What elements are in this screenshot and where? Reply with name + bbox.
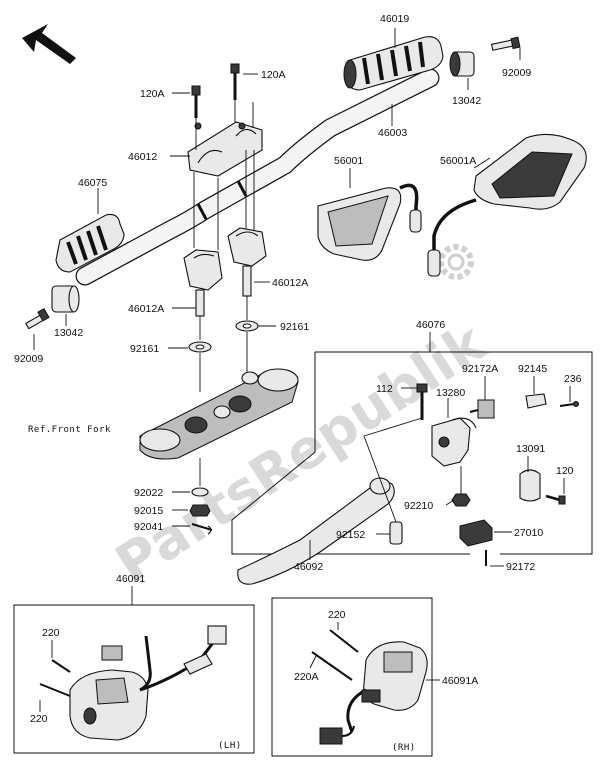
- adjuster-92172A: [469, 399, 495, 419]
- label-56001: 56001: [334, 155, 363, 167]
- riser-46012A-left: [183, 249, 223, 317]
- clamp-13091: [519, 469, 541, 502]
- screw-220-lh-a: [51, 659, 71, 673]
- rh-switch-46091A: [319, 641, 428, 745]
- label-92172A: 92172A: [462, 363, 498, 375]
- label-92161-left: 92161: [130, 343, 159, 355]
- screw-92009-bottom: [25, 307, 50, 330]
- washer-92161-right: [235, 320, 259, 332]
- label-13042-bottom: 13042: [54, 327, 83, 339]
- label-92145: 92145: [518, 363, 547, 375]
- label-92041: 92041: [134, 521, 163, 533]
- label-ref-front-fork: Ref.Front Fork: [28, 425, 111, 435]
- handlebar-46003: [75, 68, 440, 286]
- clip-92145: [525, 393, 547, 409]
- label-46075: 46075: [78, 177, 107, 189]
- label-92015: 92015: [134, 505, 163, 517]
- label-120A-right: 120A: [261, 69, 286, 81]
- label-120: 120: [556, 465, 574, 477]
- label-112: 112: [376, 383, 393, 395]
- label-46091A: 46091A: [442, 675, 478, 687]
- label-13091: 13091: [516, 443, 545, 455]
- label-46003: 46003: [378, 127, 407, 139]
- label-46012A-left: 46012A: [128, 303, 164, 315]
- clamp-46012: [187, 121, 263, 177]
- label-92172: 92172: [506, 561, 535, 573]
- lh-switch-box: [13, 604, 255, 754]
- label-92161-right: 92161: [280, 321, 309, 333]
- label-13042-top: 13042: [452, 95, 481, 107]
- label-220-rh: 220: [328, 609, 346, 621]
- label-46091: 46091: [116, 573, 145, 585]
- bolt-120A-b: [230, 63, 240, 100]
- nut-92210: [451, 493, 471, 507]
- grip-46075: [55, 213, 125, 273]
- label-27010: 27010: [514, 527, 543, 539]
- washer-92022: [191, 487, 209, 497]
- bar-end-13042-top: [449, 51, 475, 77]
- label-92210: 92210: [404, 500, 433, 512]
- lh-switch-46091: [69, 625, 227, 741]
- bolt-120: [545, 494, 566, 505]
- rh-switch-box: [271, 597, 433, 757]
- label-46012: 46012: [128, 151, 157, 163]
- washer-92161-left: [188, 341, 212, 353]
- front-arrow-icon: [22, 24, 76, 64]
- mirror-56001A: [427, 133, 587, 277]
- label-46012A-right: 46012A: [272, 277, 308, 289]
- nut-92015: [189, 504, 211, 517]
- label-92009-top: 92009: [502, 67, 531, 79]
- label-13280: 13280: [436, 387, 465, 399]
- label-46092: 46092: [294, 561, 323, 573]
- brake-lever-46092: [237, 477, 395, 585]
- label-lh: (LH): [218, 741, 242, 751]
- label-220-lh-b: 220: [30, 713, 48, 725]
- screw-236: [559, 401, 579, 407]
- label-236: 236: [564, 373, 582, 385]
- gear-icon: [438, 244, 474, 280]
- label-56001A: 56001A: [440, 155, 476, 167]
- label-120A-left: 120A: [140, 88, 165, 100]
- lever-holder-13280: [431, 417, 477, 467]
- label-92009-bottom: 92009: [14, 353, 43, 365]
- switch-27010: [459, 519, 493, 547]
- lever-group-box: [315, 351, 593, 555]
- collar-92152: [389, 521, 403, 545]
- label-46019: 46019: [380, 13, 409, 25]
- grip-46019: [343, 36, 444, 91]
- label-92152: 92152: [336, 529, 365, 541]
- riser-46012A-right: [227, 227, 267, 297]
- screw-92009-top: [490, 36, 521, 51]
- label-46076: 46076: [416, 319, 445, 331]
- bolt-120A-a: [191, 85, 201, 118]
- label-220A: 220A: [294, 671, 319, 683]
- pin-92041: [191, 523, 213, 535]
- bar-end-13042-bottom: [51, 285, 80, 313]
- screw-220A: [311, 651, 353, 681]
- triple-clamp: [139, 368, 299, 460]
- label-92022: 92022: [134, 487, 163, 499]
- mirror-56001: [317, 183, 422, 261]
- screw-220-lh-b: [39, 683, 71, 697]
- label-rh: (RH): [392, 743, 416, 753]
- label-220-lh-a: 220: [42, 627, 60, 639]
- screw-220-rh: [329, 629, 359, 653]
